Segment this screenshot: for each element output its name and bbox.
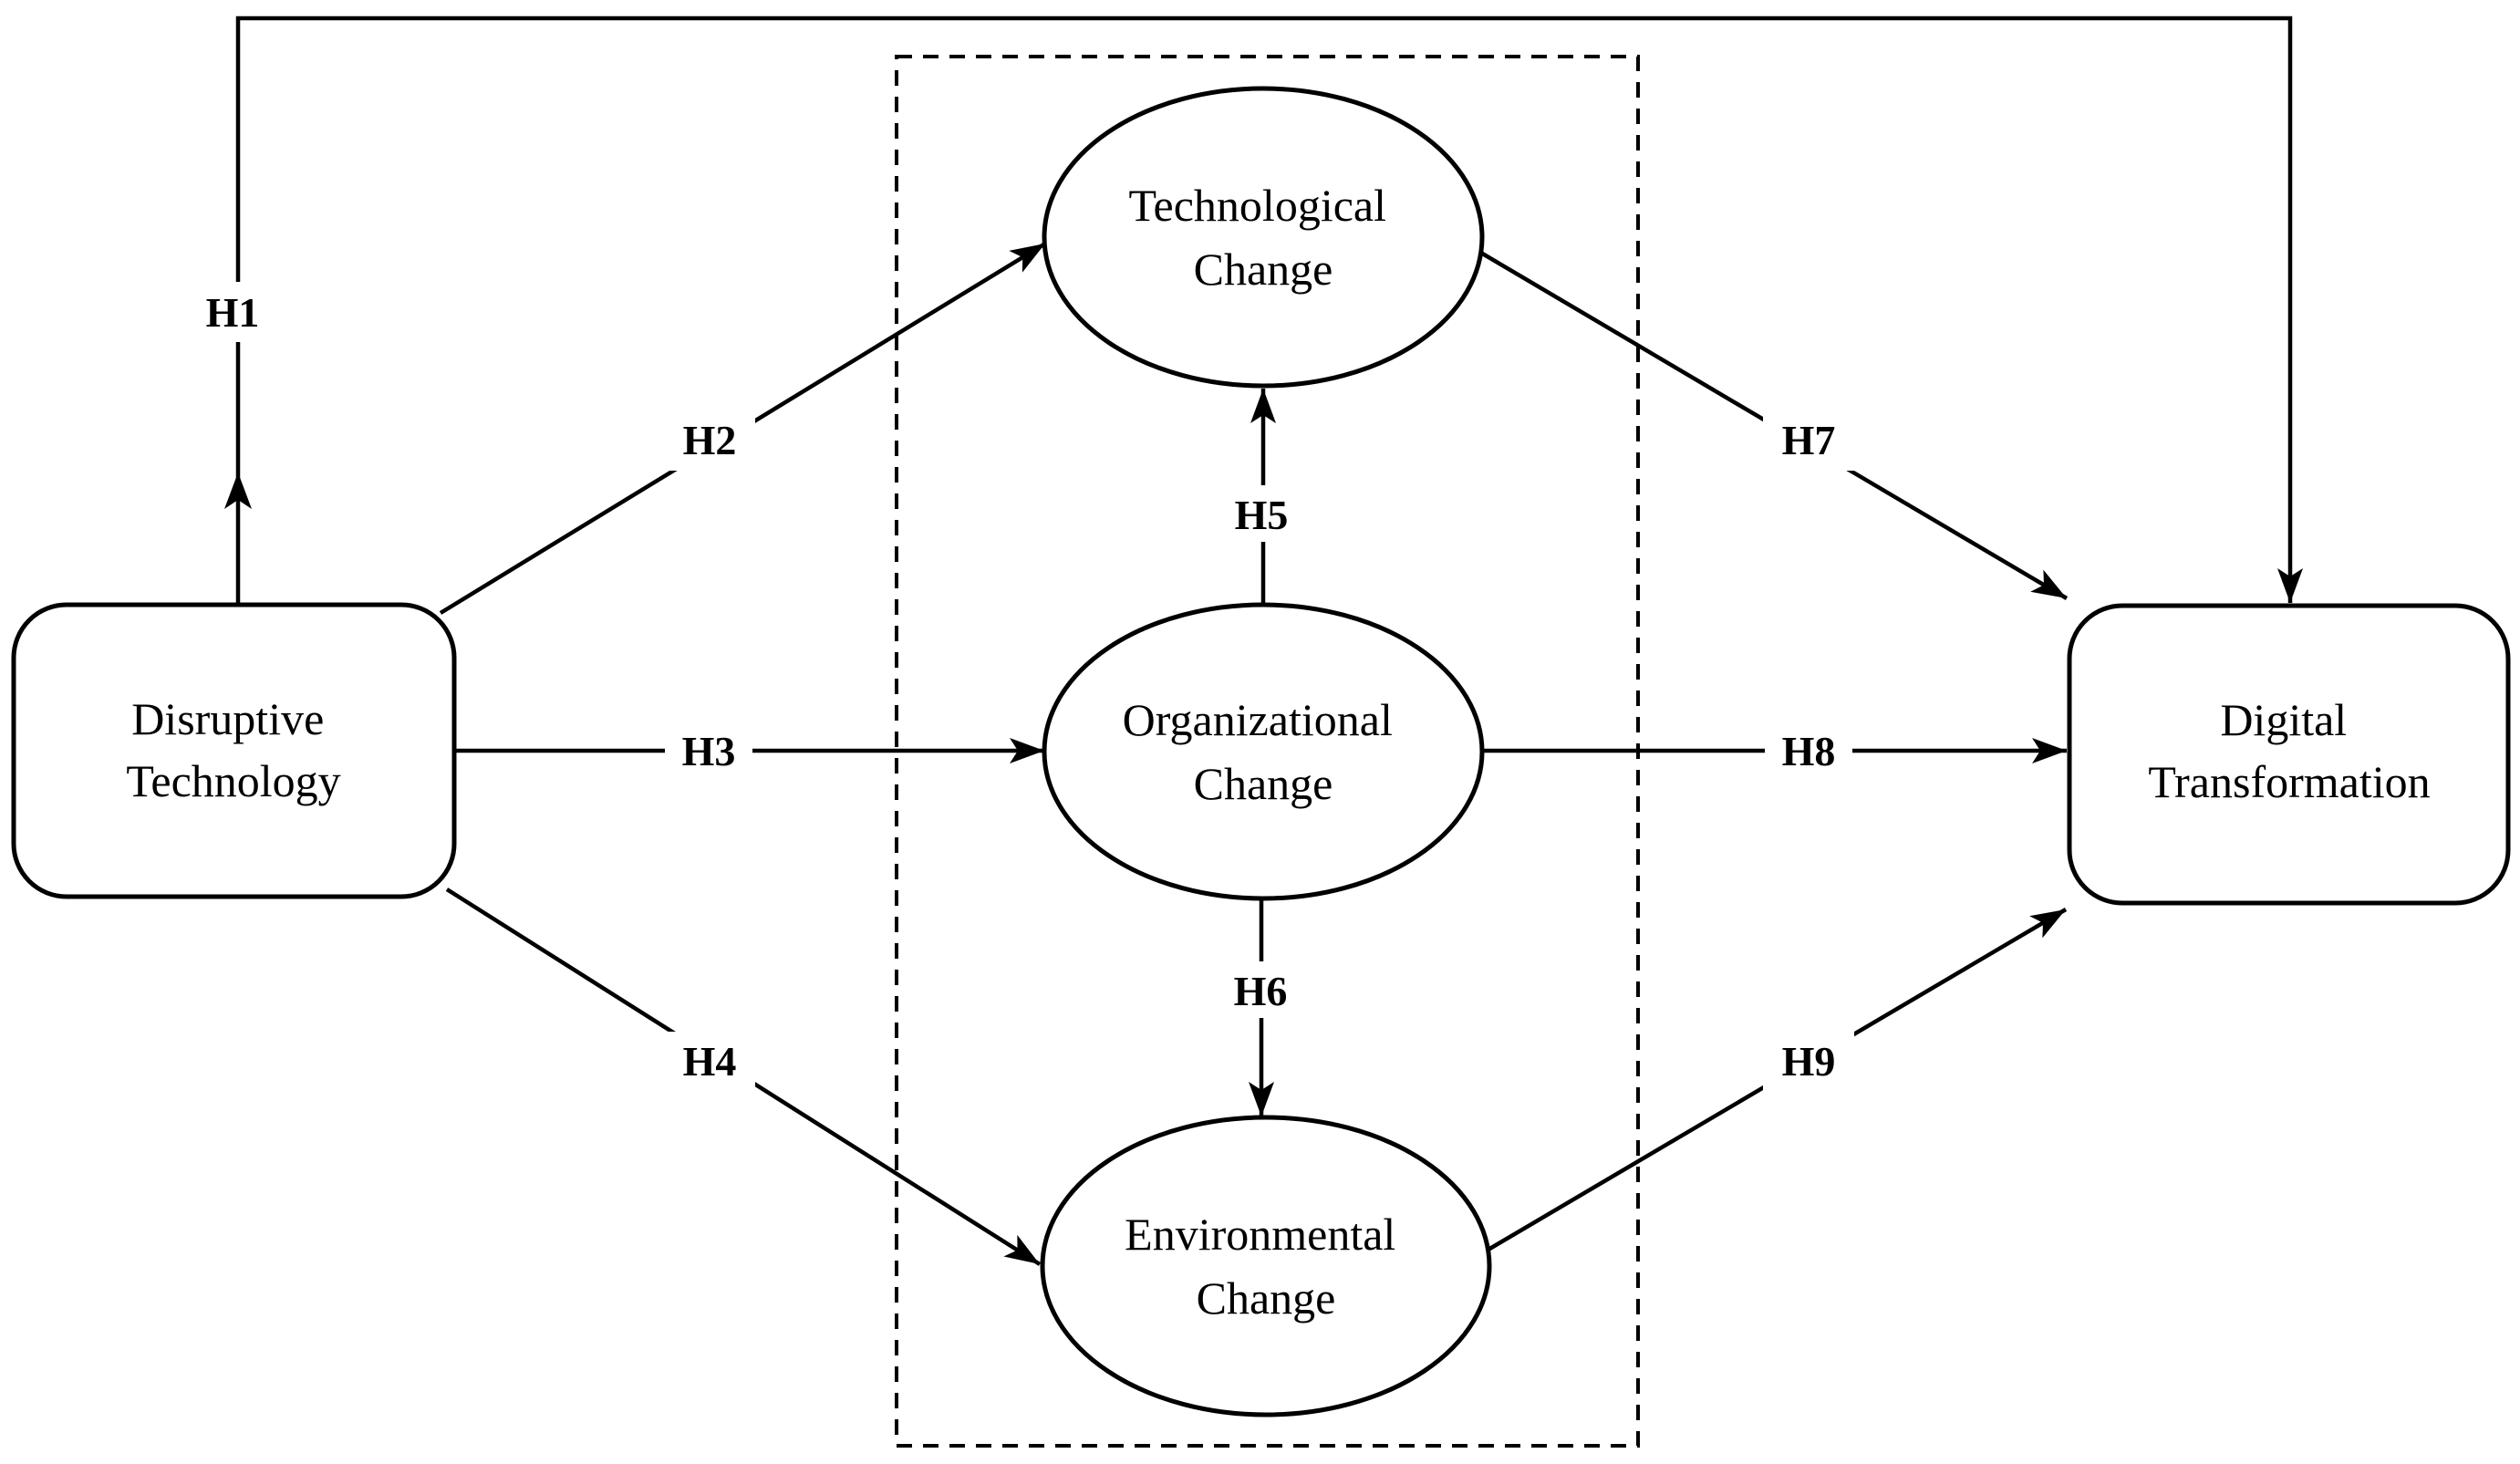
- edge-label-h2: H2: [664, 410, 755, 471]
- node-digital-transformation: Digital Transformation: [2067, 603, 2511, 906]
- svg-text:H6: H6: [1234, 968, 1288, 1014]
- svg-text:H4: H4: [683, 1038, 737, 1085]
- svg-text:Digital Transformation: Digital Transformation: [2148, 694, 2430, 807]
- edge-label-h5: H5: [1218, 485, 1305, 542]
- svg-text:H5: H5: [1235, 492, 1289, 538]
- edge-label-h4: H4: [664, 1032, 755, 1092]
- edge-label-h6: H6: [1217, 961, 1304, 1018]
- svg-text:H2: H2: [683, 417, 737, 463]
- edge-label-h3: H3: [665, 722, 752, 778]
- svg-text:Organizational Change: Organizational Change: [1123, 694, 1405, 809]
- edge-labels: H1 H2 H3 H4 H5 H6 H7 H8: [189, 282, 1854, 1092]
- edge-label-h7: H7: [1763, 410, 1854, 471]
- svg-text:H7: H7: [1782, 417, 1836, 463]
- edge-label-h9: H9: [1763, 1032, 1854, 1092]
- node-technological-change: Technological Change: [1042, 86, 1485, 389]
- edge-h1-mid-arrowhead-icon: [224, 472, 252, 509]
- edge-label-h1: H1: [189, 282, 276, 342]
- edge-label-h8: H8: [1765, 722, 1852, 778]
- svg-text:H8: H8: [1782, 728, 1836, 774]
- svg-text:H9: H9: [1782, 1038, 1836, 1085]
- svg-text:H3: H3: [682, 728, 736, 774]
- svg-text:H1: H1: [206, 289, 260, 336]
- node-disruptive-technology: Disruptive Technology: [11, 602, 457, 899]
- nodes: Disruptive Technology Digital Transforma…: [11, 86, 2511, 1417]
- svg-text:Technological Change: Technological Change: [1129, 180, 1398, 295]
- svg-text:Disruptive Technology: Disruptive Technology: [126, 693, 340, 806]
- svg-text:Environmental Change: Environmental Change: [1125, 1209, 1407, 1324]
- node-organizational-change: Organizational Change: [1042, 602, 1485, 901]
- node-environmental-change: Environmental Change: [1040, 1115, 1492, 1417]
